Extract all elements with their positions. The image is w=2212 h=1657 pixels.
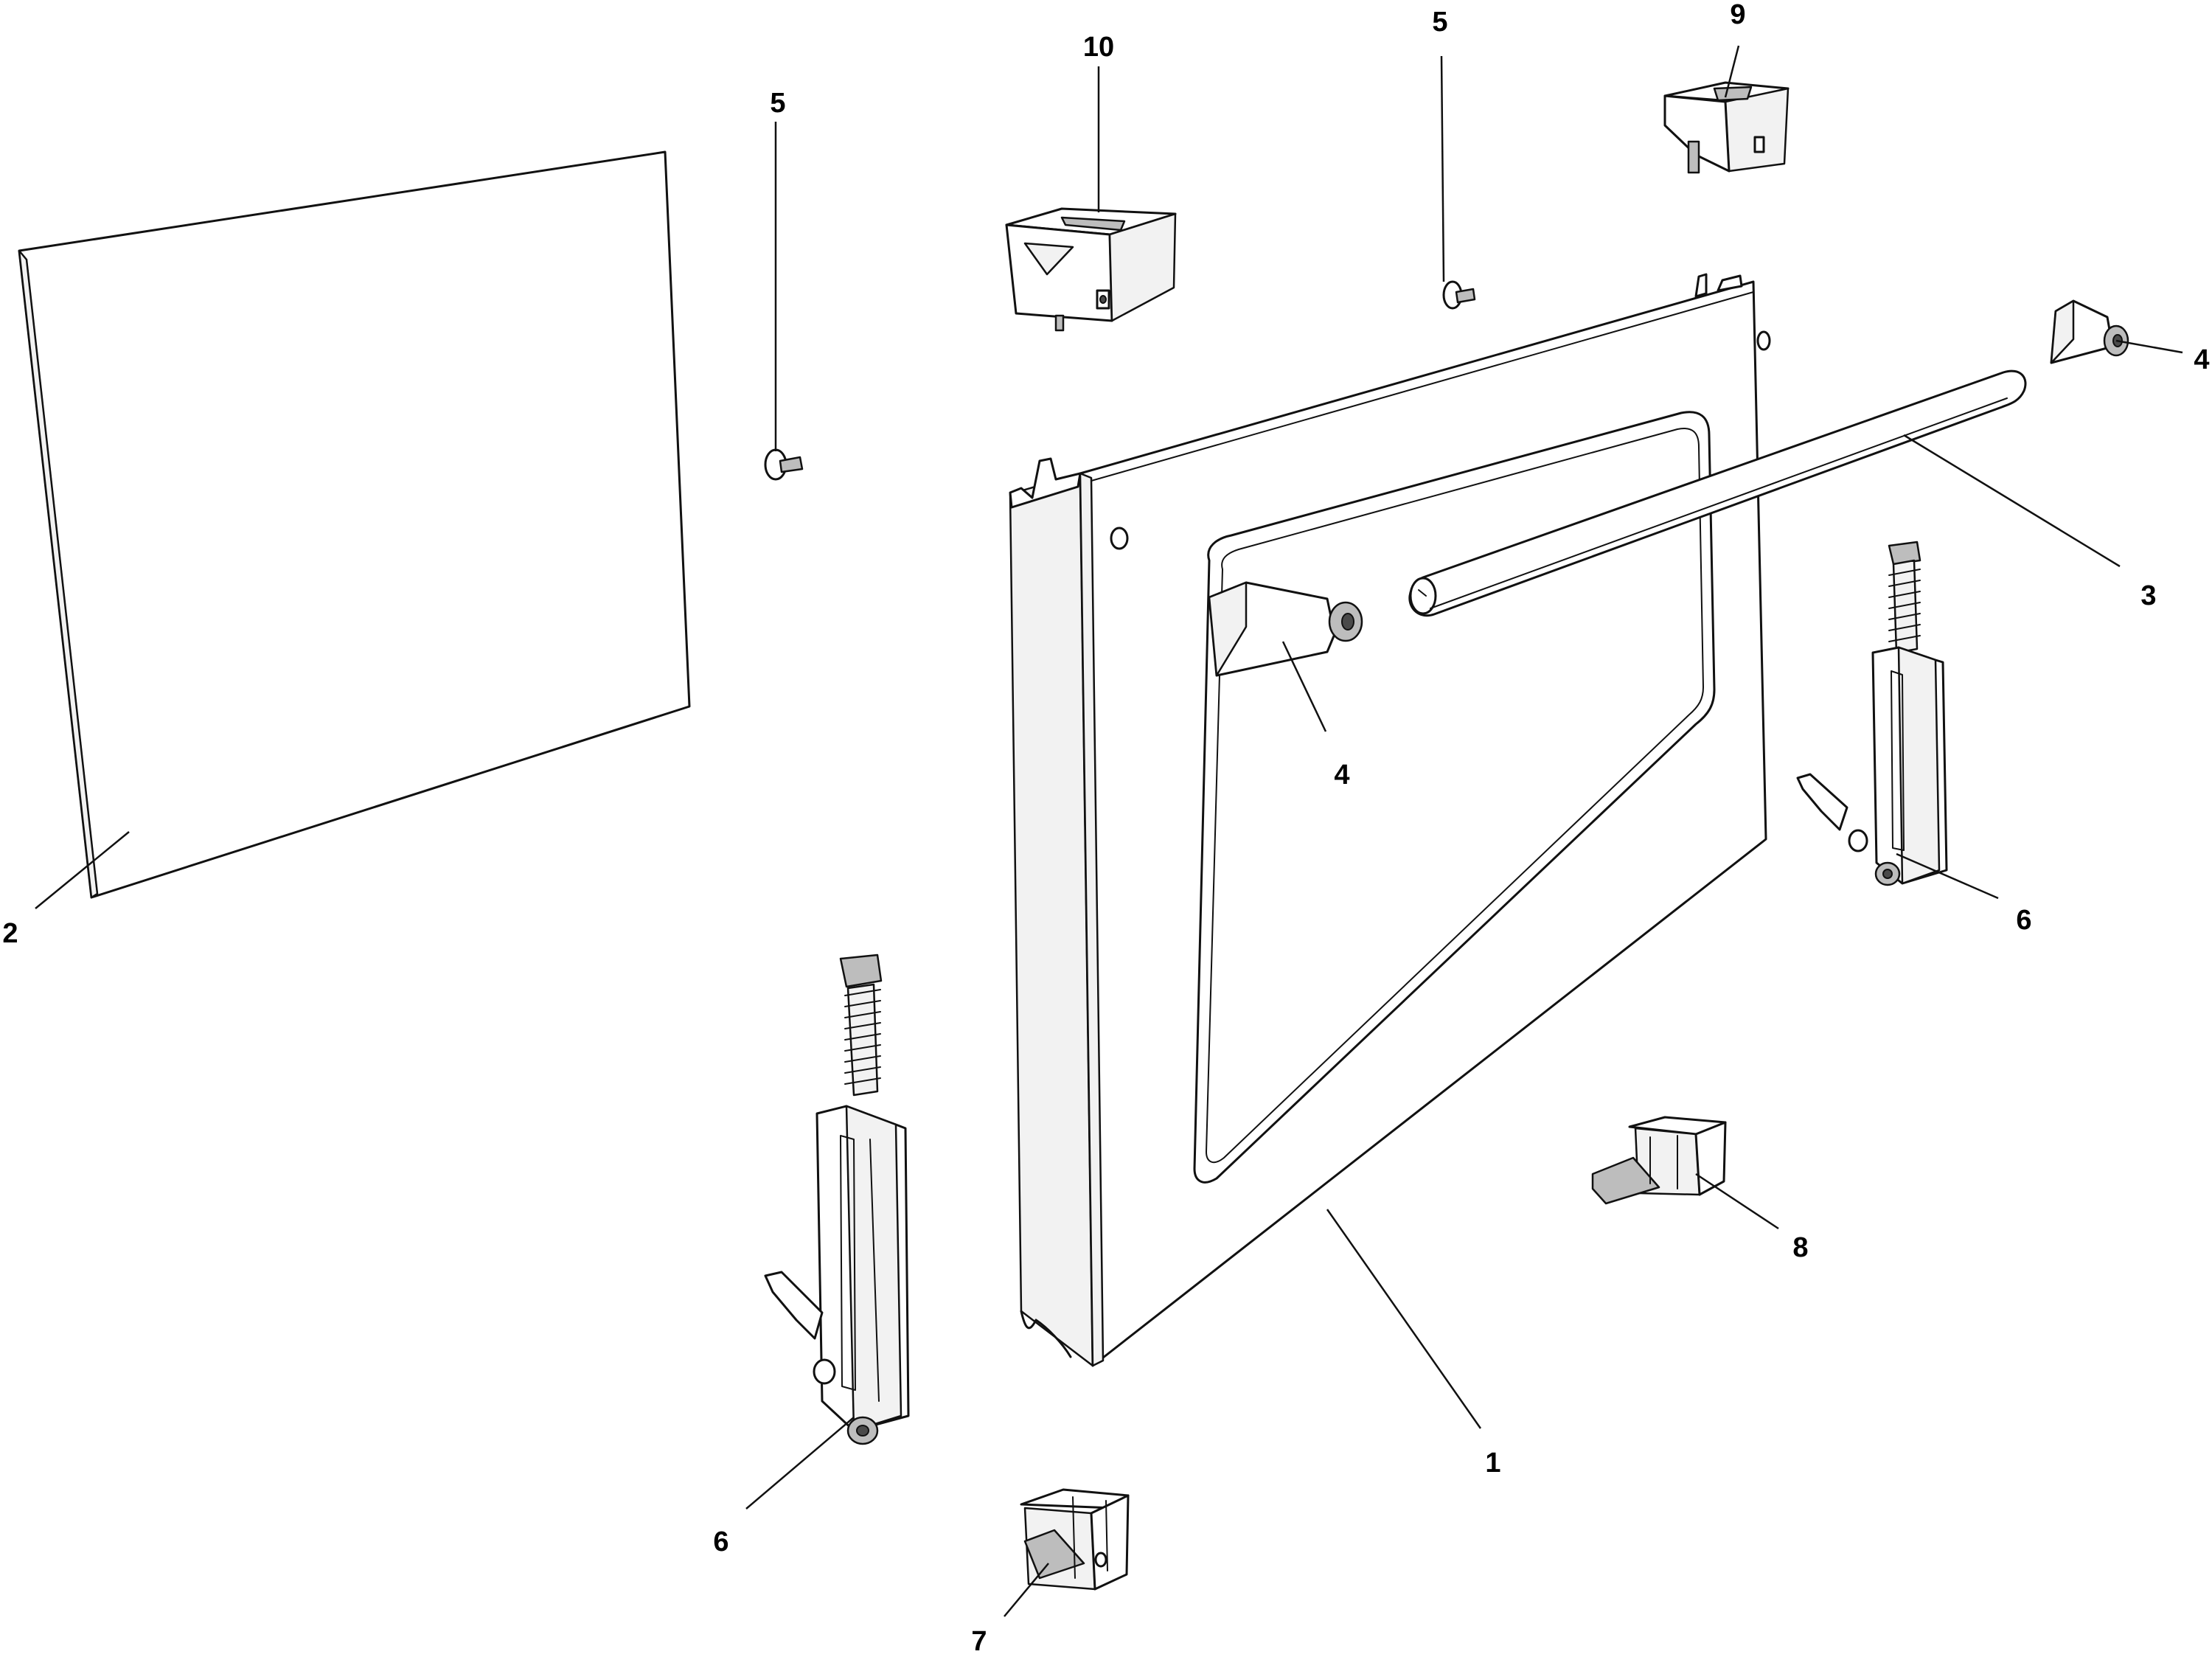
leader-2 xyxy=(35,831,130,909)
callout-9: 9 xyxy=(1730,0,1745,30)
callout-1: 1 xyxy=(1485,1448,1500,1479)
hinge-right-part xyxy=(1796,541,1948,886)
callout-7: 7 xyxy=(971,1626,987,1657)
clip-block-part xyxy=(1005,207,1177,332)
handle-end-cap-part xyxy=(1208,581,1363,677)
leader-3 xyxy=(1903,434,2121,568)
callout-6b: 6 xyxy=(2016,905,2031,936)
fastener-right-part xyxy=(1442,280,1476,310)
callout-10: 10 xyxy=(1083,32,1114,63)
leader-lines xyxy=(35,45,2183,1617)
callout-4b: 4 xyxy=(2194,344,2209,375)
callout-6a: 6 xyxy=(713,1526,728,1557)
fastener-left-part xyxy=(764,448,804,481)
clip-block-top-part xyxy=(1663,81,1790,174)
leader-4a xyxy=(1281,641,1327,732)
leader-6b xyxy=(1896,852,1999,900)
callout-2: 2 xyxy=(2,918,18,949)
callout-3: 3 xyxy=(2140,580,2156,611)
handle-end-cap-small-part xyxy=(2050,299,2129,364)
callout-5b: 5 xyxy=(1432,7,1447,38)
oven-door-part xyxy=(1009,273,1771,1367)
callout-5a: 5 xyxy=(770,88,785,119)
leader-9 xyxy=(1724,45,1740,98)
leader-6a xyxy=(745,1417,855,1510)
bracket-right-part xyxy=(1591,1116,1727,1205)
callout-4a: 4 xyxy=(1334,760,1349,791)
bracket-bottom-part xyxy=(1020,1488,1130,1591)
leader-7 xyxy=(1004,1563,1049,1617)
leader-1 xyxy=(1326,1209,1482,1429)
callout-8: 8 xyxy=(1792,1232,1808,1263)
hinge-left-part xyxy=(764,953,910,1445)
leader-5b xyxy=(1440,55,1445,282)
leader-4b xyxy=(2115,339,2183,354)
leader-8 xyxy=(1695,1173,1779,1230)
handle-bar-part xyxy=(1408,369,2027,617)
glass-panel-part xyxy=(18,150,691,899)
